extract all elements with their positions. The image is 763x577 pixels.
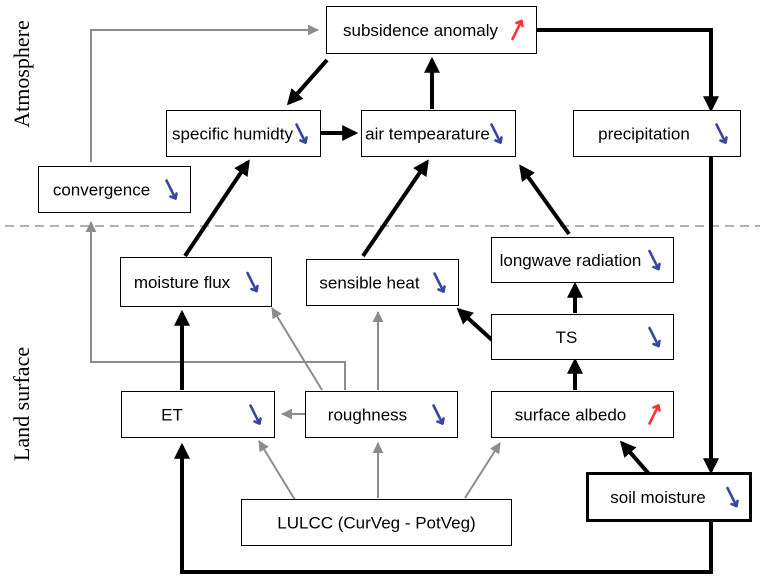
link-subsidence-precipitation <box>537 28 719 113</box>
node-roughness: roughness <box>305 391 458 438</box>
increase-arrow-icon <box>648 404 661 425</box>
node-specific-humidity: specific humidty <box>166 110 321 157</box>
link-ts-sensible-heat <box>456 307 494 342</box>
node-box <box>326 6 537 54</box>
link-lulcc-albedo <box>464 442 501 499</box>
link-subsidence-specific-humidity <box>286 58 329 106</box>
node-label: roughness <box>328 406 407 425</box>
node-box <box>491 237 674 283</box>
node-label: subsidence anomaly <box>343 21 498 40</box>
node-lulcc: LULCC (CurVeg - PotVeg) <box>241 499 512 546</box>
link-longwave-air-temperature <box>519 164 571 236</box>
node-box <box>166 110 321 157</box>
atmosphere-label: Atmosphere <box>9 20 34 128</box>
decrease-arrow-icon <box>648 326 661 348</box>
node-box <box>120 257 272 307</box>
node-label: soil moisture <box>610 488 705 507</box>
node-label: specific humidty <box>172 125 293 144</box>
node-longwave-radiation: longwave radiation <box>491 237 674 283</box>
node-label: sensible heat <box>319 274 419 293</box>
node-moisture-flux: moisture flux <box>120 257 272 307</box>
decrease-arrow-icon <box>165 179 178 200</box>
link-soil-moisture-albedo <box>619 440 651 476</box>
node-box <box>491 314 674 360</box>
node-convergence: convergence <box>38 166 191 213</box>
decrease-arrow-icon <box>648 249 661 271</box>
weak-links <box>85 24 501 501</box>
node-subsidence-anomaly: subsidence anomaly <box>326 6 537 54</box>
decrease-arrow-icon <box>726 486 739 508</box>
node-label: precipitation <box>598 125 690 144</box>
node-label: LULCC (CurVeg - PotVeg) <box>277 514 475 533</box>
strong-links <box>174 28 719 574</box>
node-box <box>491 391 674 438</box>
node-box <box>121 391 275 438</box>
node-et: ET <box>121 391 275 438</box>
node-label: air tempearature <box>365 125 490 144</box>
decrease-arrow-icon <box>715 123 728 144</box>
node-surface-albedo: surface albedo <box>491 391 674 438</box>
node-box <box>573 110 741 157</box>
increase-arrow-icon <box>511 19 524 41</box>
decrease-arrow-icon <box>433 272 446 293</box>
decrease-arrow-icon <box>432 404 445 425</box>
node-box <box>306 259 459 306</box>
decrease-arrow-icon <box>295 123 308 144</box>
nodes: subsidence anomaly specific humidty air te… <box>38 6 752 546</box>
link-sensible-heat-air-temperature <box>361 159 429 258</box>
link-roughness-moisture-flux <box>271 307 323 391</box>
node-box <box>305 391 458 438</box>
link-moisture-flux-specific-humidity <box>183 159 250 258</box>
node-precipitation: precipitation <box>573 110 741 157</box>
node-label: ET <box>161 406 183 425</box>
node-label: longwave radiation <box>500 251 642 270</box>
land-surface-label: Land surface <box>9 347 34 461</box>
node-box <box>586 472 752 522</box>
node-label: surface albedo <box>515 406 627 425</box>
link-lulcc-et <box>258 440 296 501</box>
node-ts: TS <box>491 314 674 360</box>
link-soil-moisture-et <box>174 442 713 574</box>
decrease-arrow-icon <box>246 271 259 293</box>
link-convergence-subsidence <box>90 24 319 162</box>
node-box <box>361 110 516 157</box>
node-sensible-heat: sensible heat <box>306 259 459 306</box>
node-soil-moisture: soil moisture <box>586 472 752 522</box>
node-label: convergence <box>53 181 150 200</box>
decrease-arrow-icon <box>490 123 503 144</box>
decrease-arrow-icon <box>249 404 262 425</box>
node-label: TS <box>556 328 578 347</box>
node-box <box>241 499 512 546</box>
link-roughness-convergence <box>85 221 346 390</box>
node-box <box>38 166 191 213</box>
node-label: moisture flux <box>134 273 231 292</box>
node-air-temperature: air tempearature <box>361 110 516 157</box>
